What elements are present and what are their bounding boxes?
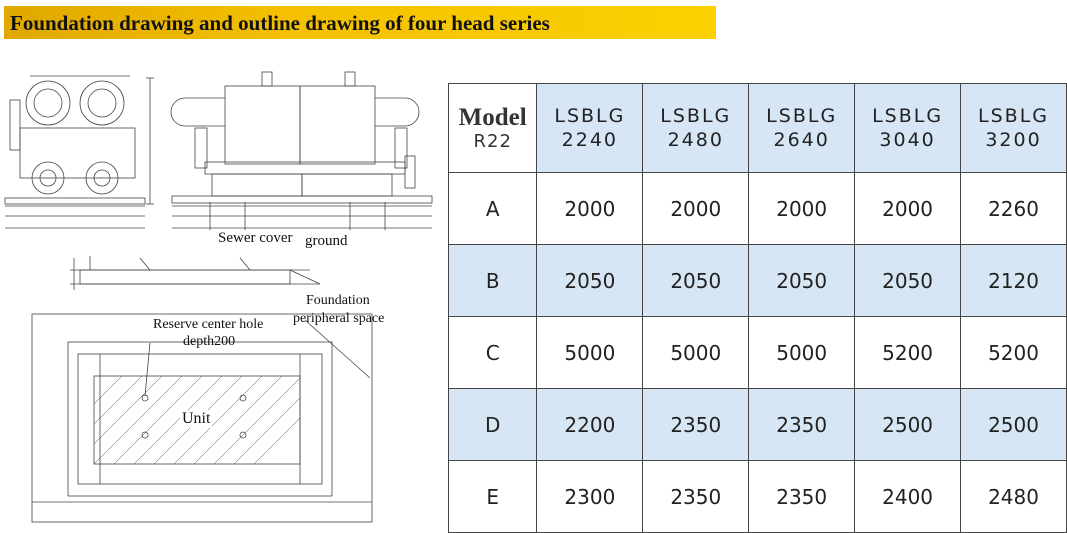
table-cell: 2000 [642, 172, 750, 245]
foundation-section-drawing [70, 256, 321, 290]
table-cell: 2000 [854, 172, 962, 245]
table-row: B 2050 2050 2050 2050 2120 [447, 244, 1067, 317]
side-view-drawing [4, 75, 154, 229]
table-cell: 5000 [536, 316, 644, 389]
title-bar: Foundation drawing and outline drawing o… [4, 6, 716, 39]
row-label-c: C [447, 316, 538, 389]
table-cell: 2120 [960, 244, 1067, 317]
table-row: D 2200 2350 2350 2500 2500 [447, 388, 1067, 461]
table-cell: 5000 [748, 316, 856, 389]
row-label-a: A [447, 172, 538, 245]
page-title: Foundation drawing and outline drawing o… [10, 11, 550, 35]
unit-label: Unit [180, 410, 213, 428]
table-cell: 5200 [854, 316, 962, 389]
row-label-e: E [447, 460, 538, 533]
table-cell: 5000 [642, 316, 750, 389]
table-cell: 2500 [854, 388, 962, 461]
row-label-b: B [447, 244, 538, 317]
drawings-svg [4, 71, 433, 523]
front-view-drawing [170, 71, 433, 230]
depth-label: depth200 [183, 334, 236, 349]
model-header-cell: Model R22 [447, 83, 538, 173]
table-cell: 2350 [642, 460, 750, 533]
foundation-plan-drawing [31, 313, 373, 523]
table-cell: 5200 [960, 316, 1067, 389]
table-cell: 2050 [854, 244, 962, 317]
table-cell: 2260 [960, 172, 1067, 245]
table-cell: 2480 [960, 460, 1067, 533]
peripheral-space-label: peripheral space [293, 311, 385, 326]
table-cell: 2300 [536, 460, 644, 533]
table-cell: 2000 [748, 172, 856, 245]
table-cell: 2500 [960, 388, 1067, 461]
table-cell: 2350 [748, 388, 856, 461]
table-cell: 2200 [536, 388, 644, 461]
table-row: A 2000 2000 2000 2000 2260 [447, 172, 1067, 245]
ground-label: ground [305, 233, 348, 249]
refrigerant-label: R22 [473, 130, 512, 152]
table-cell: 2350 [642, 388, 750, 461]
table-row: E 2300 2350 2350 2400 2480 [447, 460, 1067, 533]
table-cell: 2050 [642, 244, 750, 317]
sewer-cover-label: Sewer cover [218, 230, 293, 246]
row-label-d: D [447, 388, 538, 461]
table-cell: 2050 [748, 244, 856, 317]
technical-drawings: Sewer cover ground Foundation peripheral… [0, 58, 440, 527]
table-cell: 2400 [854, 460, 962, 533]
table-row: C 5000 5000 5000 5200 5200 [447, 316, 1067, 389]
reserve-hole-label: Reserve center hole [153, 317, 264, 332]
table-cell: 2050 [536, 244, 644, 317]
foundation-label: Foundation [306, 293, 370, 308]
table-cell: 2000 [536, 172, 644, 245]
table-cell: 2350 [748, 460, 856, 533]
model-label: Model [458, 103, 527, 131]
